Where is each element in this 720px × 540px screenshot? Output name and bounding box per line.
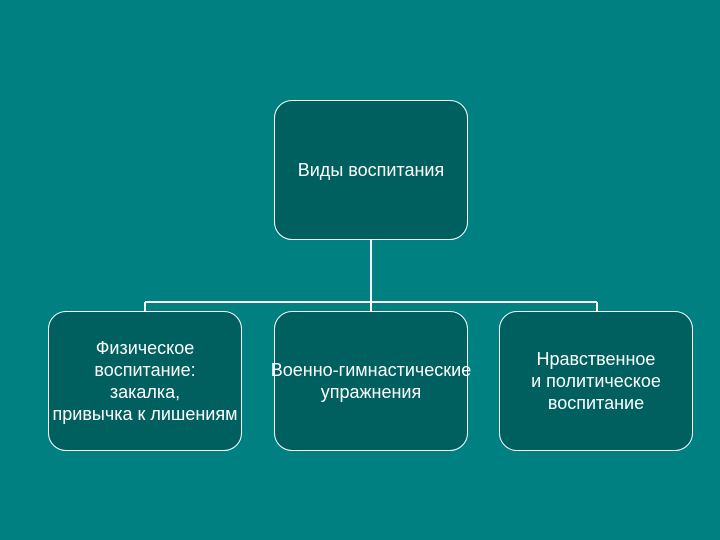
child-node-label: Нравственное и политическое воспитание — [531, 349, 661, 413]
child-node-label: Физическое воспитание: закалка, привычка… — [52, 338, 238, 424]
child-node-military-gymnastics: Военно-гимнастические упражнения — [271, 311, 471, 451]
child-node-label: Военно-гимнастические упражнения — [270, 360, 472, 402]
child-node-physical-education: Физическое воспитание: закалка, привычка… — [48, 311, 242, 451]
root-node-types-of-education: Виды воспитания — [274, 100, 468, 240]
child-node-moral-political-education: Нравственное и политическое воспитание — [499, 311, 693, 451]
root-node-label: Виды воспитания — [297, 160, 445, 180]
